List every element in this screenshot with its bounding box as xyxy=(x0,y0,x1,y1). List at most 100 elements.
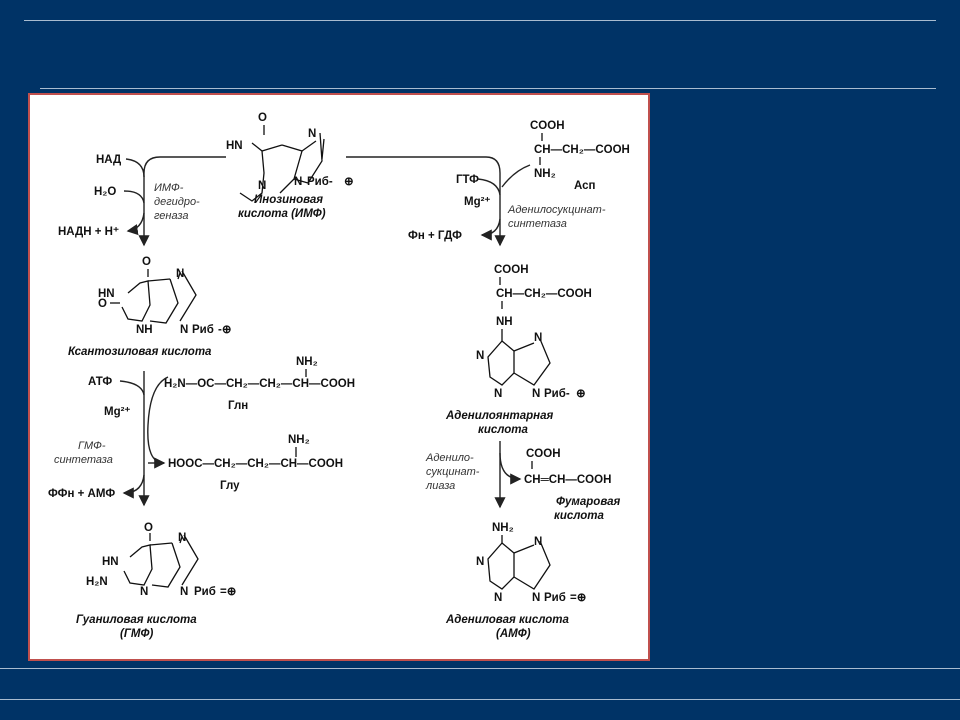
atp-arc xyxy=(119,380,145,396)
pi-gdp-arc xyxy=(480,218,501,241)
ads-ribose: Риб- xyxy=(544,388,570,400)
gmp-hn: HN xyxy=(102,556,119,568)
fum-name-2: кислота xyxy=(554,510,605,522)
fumarate-structure: COOH CH═CH—COOH Фумаровая кислота xyxy=(524,448,621,522)
adss-1: Аденилосукцинат- xyxy=(507,204,606,216)
asp-chain: CH—CH₂—COOH xyxy=(534,144,630,156)
ads-phosphate: ⊕ xyxy=(576,388,586,400)
imp-label-n1: N xyxy=(258,180,266,192)
ppi-amp-label: ФФн + АМФ xyxy=(48,488,115,500)
ads-n1: N xyxy=(476,350,484,362)
ads-name-1: Аденилоянтарная xyxy=(445,410,554,422)
pi-gdp-label: Фн + ГДФ xyxy=(408,230,462,242)
imp-dehydrogenase-2: дегидро- xyxy=(154,196,200,208)
xmp-o2: O xyxy=(98,298,107,310)
nadh-label: НАДН + H⁺ xyxy=(58,226,119,238)
amp-structure: NH₂ N N N N Риб =⊕ Адениловая кислота (А… xyxy=(445,522,587,640)
xmp-o1: O xyxy=(142,256,151,268)
xmp-n1: N xyxy=(176,268,184,280)
imp-label-hn: HN xyxy=(226,140,243,152)
asp-arc xyxy=(501,164,531,188)
amp-ribose: Риб xyxy=(544,592,566,604)
imp-label-n2: N xyxy=(308,128,316,140)
asp-name: Асп xyxy=(574,180,596,192)
nad-label: НАД xyxy=(96,154,121,166)
asp-nh2: NH₂ xyxy=(534,168,556,180)
ppi-arc xyxy=(122,474,145,499)
mg-label-left: Mg²⁺ xyxy=(104,406,131,418)
fum-name-1: Фумаровая xyxy=(556,496,621,508)
amp-name: Адениловая кислота xyxy=(445,614,569,626)
xmp-nh: NH xyxy=(136,324,153,336)
xmp-phosphate: -⊕ xyxy=(218,324,232,336)
gtp-label: ГТФ xyxy=(456,174,479,186)
imp-ribose: Риб- xyxy=(307,176,333,188)
header-rule xyxy=(40,88,936,89)
atp-label: АТФ xyxy=(88,376,112,388)
ads-nh: NH xyxy=(496,316,513,328)
ads-chain: CH—CH₂—COOH xyxy=(496,288,592,300)
gmp-synthetase-1: ГМФ- xyxy=(78,440,106,452)
amp-n4: N xyxy=(532,592,540,604)
gln-name: Глн xyxy=(228,400,248,412)
adsl-3: лиаза xyxy=(425,480,455,492)
imp-label-n3: N xyxy=(294,176,302,188)
amp-phosphate: =⊕ xyxy=(570,592,587,604)
xmp-n2: N xyxy=(180,324,188,336)
glu-nh2: NH₂ xyxy=(288,434,310,446)
top-rule xyxy=(24,20,936,21)
gln-formula: H₂N—OC—CH₂—CH₂—CH—COOH xyxy=(164,378,355,390)
imp-label-o: O xyxy=(258,112,267,124)
water-label: H₂O xyxy=(94,186,116,198)
footer-rule-1 xyxy=(0,668,960,669)
gmp-h2n: H₂N xyxy=(86,576,108,588)
imp-structure: O HN N N N Риб- ⊕ Инозиновая кислота (ИМ… xyxy=(226,112,354,220)
gln-nh2: NH₂ xyxy=(296,356,318,368)
diagram-panel: O HN N N N Риб- ⊕ Инозиновая кислота (ИМ… xyxy=(28,93,650,661)
imp-name: Инозиновая xyxy=(254,194,323,206)
gmp-o: O xyxy=(144,522,153,534)
gmp-phosphate: =⊕ xyxy=(220,586,237,598)
xmp-ribose: Риб xyxy=(192,324,214,336)
gmp-structure: O HN H₂N N N N Риб =⊕ Гуаниловая кислота… xyxy=(76,522,237,640)
adenylosuccinate-structure: COOH CH—CH₂—COOH NH N N N N Риб- ⊕ Адени… xyxy=(445,264,592,436)
fum-chain: CH═CH—COOH xyxy=(524,474,611,486)
gmp-synthetase-2: синтетаза xyxy=(54,454,113,466)
gmp-n2: N xyxy=(178,532,186,544)
amp-abbrev: (АМФ) xyxy=(496,628,531,640)
gmp-n1: N xyxy=(140,586,148,598)
phosphate-symbol: ⊕ xyxy=(344,176,354,188)
imp-to-adenylosuccinate-arrow xyxy=(346,156,506,247)
gmp-n3: N xyxy=(180,586,188,598)
water-arc xyxy=(123,190,145,204)
gmp-name: Гуаниловая кислота xyxy=(76,614,197,626)
nadh-arc xyxy=(126,212,145,236)
glu-formula: HOOC—CH₂—CH₂—CH—COOH xyxy=(168,458,343,470)
asp-structure: COOH CH—CH₂—COOH NH₂ Асп xyxy=(530,120,630,192)
mg-label-right: Mg²⁺ xyxy=(464,196,491,208)
adsl-1: Аденило- xyxy=(425,452,474,464)
gtp-arc xyxy=(477,178,501,196)
footer-rule-2 xyxy=(0,699,960,700)
ads-name-2: кислота xyxy=(478,424,529,436)
amp-n2: N xyxy=(494,592,502,604)
xmp-structure: O HN O NH N N Риб -⊕ Ксантозиловая кисло… xyxy=(68,256,232,358)
fumarate-arc xyxy=(499,452,522,485)
purine-pathway-diagram: O HN N N N Риб- ⊕ Инозиновая кислота (ИМ… xyxy=(48,112,630,640)
imp-dehydrogenase-1: ИМФ- xyxy=(154,182,184,194)
imp-dehydrogenase-3: геназа xyxy=(154,210,188,222)
amp-n1: N xyxy=(476,556,484,568)
glu-name: Глу xyxy=(220,480,240,492)
gmp-ribose: Риб xyxy=(194,586,216,598)
asp-cooh: COOH xyxy=(530,120,565,132)
nad-arc xyxy=(125,158,145,178)
gmp-abbrev: (ГМФ) xyxy=(120,628,153,640)
ads-n4: N xyxy=(532,388,540,400)
ads-n3: N xyxy=(534,332,542,344)
xmp-hn: HN xyxy=(98,288,115,300)
adss-2: синтетаза xyxy=(508,218,567,230)
ads-n2: N xyxy=(494,388,502,400)
fum-cooh: COOH xyxy=(526,448,561,460)
ads-cooh: COOH xyxy=(494,264,529,276)
amp-nh2: NH₂ xyxy=(492,522,514,534)
